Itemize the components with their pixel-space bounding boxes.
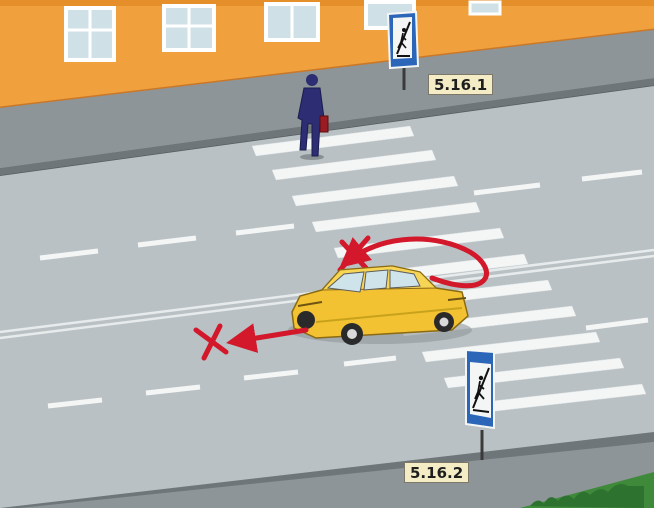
sign-label-bottom: 5.16.2 — [404, 462, 469, 483]
building-window — [266, 4, 318, 40]
building-window — [66, 8, 114, 60]
sign-label-top: 5.16.1 — [428, 74, 493, 95]
building-window — [164, 6, 214, 50]
